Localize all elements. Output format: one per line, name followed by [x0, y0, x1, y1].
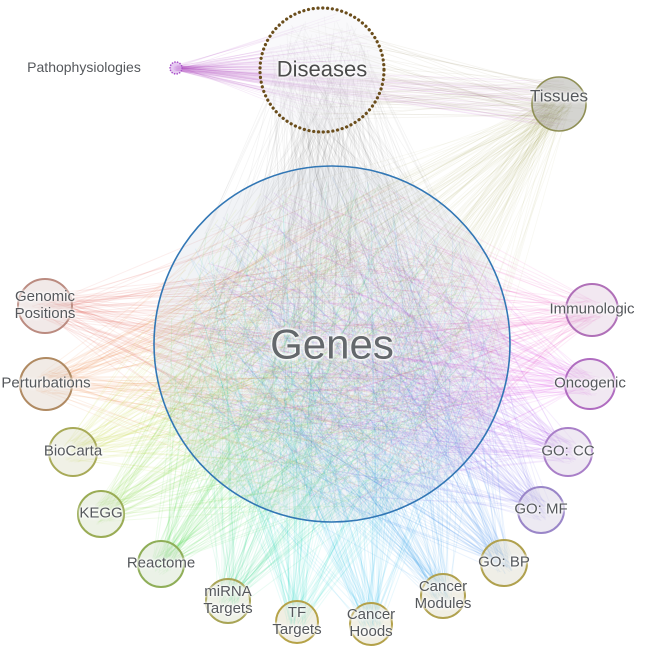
edge-fan-mirna-targets-to-genes [169, 181, 496, 612]
node-genes[interactable] [153, 165, 511, 523]
edge-fan-go-cc-to-genes [175, 190, 579, 495]
edge-fan-go-mf-to-genes [186, 182, 553, 522]
node-tissues[interactable] [531, 76, 587, 132]
edge-fan-cancer-hoods-to-genes [189, 204, 496, 634]
edge-fan-cancer-modules-to-genes [170, 182, 481, 607]
node-biocarta[interactable] [48, 427, 98, 477]
edge-fan-kegg-to-genes [89, 181, 493, 526]
node-tf-targets[interactable] [275, 600, 319, 644]
node-reactome[interactable] [137, 540, 185, 588]
edge-fan-go-bp-to-genes [172, 176, 515, 575]
node-immunologic[interactable] [565, 283, 619, 337]
node-cancer-modules[interactable] [420, 573, 466, 619]
node-mirna-targets[interactable] [205, 578, 251, 624]
edge-fan-genomic-positions-to-genes [31, 196, 494, 505]
node-kegg[interactable] [77, 490, 125, 538]
node-pathophysiologies[interactable] [169, 61, 183, 75]
node-diseases[interactable] [258, 6, 386, 134]
edge-fan-diseases-to-tissues [268, 24, 585, 127]
node-perturbations[interactable] [19, 357, 73, 411]
node-go-bp[interactable] [480, 539, 528, 587]
node-go-cc[interactable] [543, 427, 593, 477]
edge-fan-oncogenic-to-genes [171, 194, 602, 502]
edge-fan-biocarta-to-genes [62, 193, 485, 502]
node-cancer-hoods[interactable] [349, 602, 393, 646]
node-go-mf[interactable] [517, 486, 565, 534]
edge-fan-perturbations-to-genes [33, 178, 485, 497]
node-oncogenic[interactable] [564, 358, 616, 410]
node-genomic-positions[interactable] [17, 278, 73, 334]
edge-fan-diseases-to-genes [170, 16, 494, 513]
edge-fan-tissues-to-genes [169, 90, 573, 501]
edge-fan-pathophysiologies-to-diseases [173, 13, 380, 121]
edge-fan-pathophysiologies-to-tissues [173, 65, 578, 130]
